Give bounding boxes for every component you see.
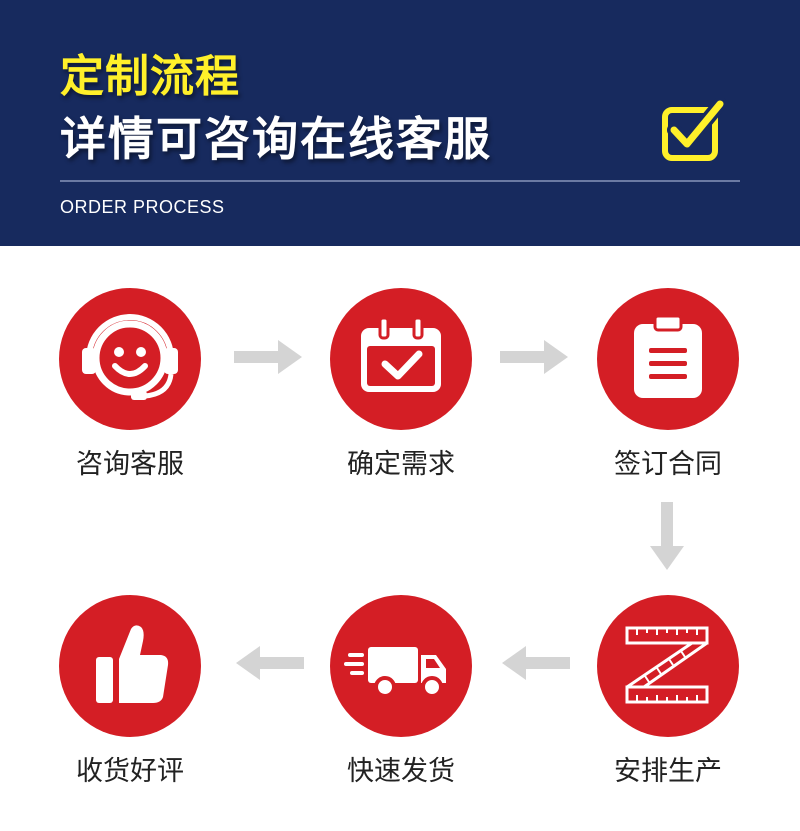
customer-service-headset-icon bbox=[82, 314, 178, 400]
checkbox-check-icon bbox=[662, 98, 727, 161]
step-label: 签订合同 bbox=[614, 449, 722, 480]
step-circle bbox=[59, 595, 201, 737]
step-label: 确定需求 bbox=[347, 449, 455, 480]
clipboard-icon bbox=[634, 314, 702, 398]
thumbs-up-icon bbox=[96, 625, 169, 703]
step-circle bbox=[597, 595, 739, 737]
step-circle bbox=[330, 288, 472, 430]
step-confirm-requirements: 确定需求 bbox=[301, 288, 501, 481]
header-divider bbox=[60, 180, 740, 182]
page-title: 定制流程 bbox=[60, 51, 240, 102]
step-receive-review: 收货好评 bbox=[30, 595, 230, 788]
arrow-left-icon bbox=[502, 646, 570, 680]
step-fast-delivery: 快速发货 bbox=[301, 595, 501, 788]
calendar-check-icon bbox=[361, 316, 441, 392]
step-consult: 咨询客服 bbox=[30, 288, 230, 481]
arrow-right-icon bbox=[500, 340, 568, 374]
order-process-label: ORDER PROCESS bbox=[60, 197, 225, 217]
step-circle bbox=[59, 288, 201, 430]
step-sign-contract: 签订合同 bbox=[568, 288, 768, 481]
arrow-left-icon bbox=[236, 646, 304, 680]
step-label: 咨询客服 bbox=[76, 449, 184, 480]
step-label: 安排生产 bbox=[614, 756, 722, 787]
step-arrange-production: 安排生产 bbox=[568, 595, 768, 788]
arrow-down-icon bbox=[650, 502, 684, 570]
arrow-right-icon bbox=[234, 340, 302, 374]
measuring-tape-z-icon bbox=[625, 626, 709, 704]
page-subtitle: 详情可咨询在线客服 bbox=[60, 112, 492, 166]
header-banner: 定制流程 详情可咨询在线客服 ORDER PROCESS bbox=[0, 0, 800, 246]
step-circle bbox=[330, 595, 472, 737]
step-label: 收货好评 bbox=[76, 756, 184, 787]
step-label: 快速发货 bbox=[347, 756, 455, 787]
delivery-truck-icon bbox=[344, 647, 446, 698]
step-circle bbox=[597, 288, 739, 430]
